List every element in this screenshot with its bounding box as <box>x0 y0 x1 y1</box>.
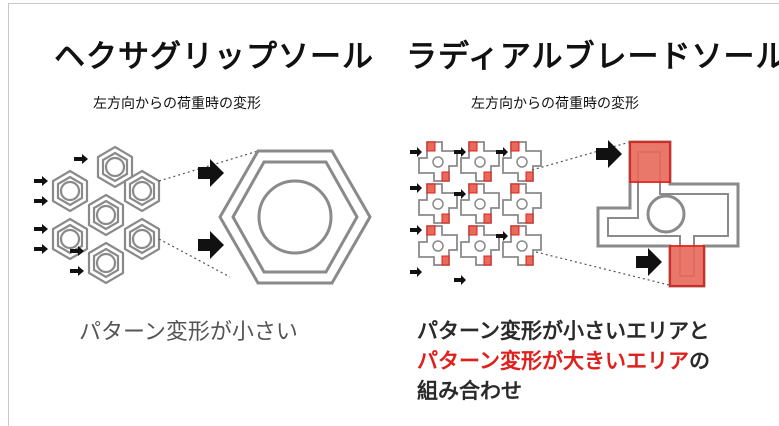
large-hex-cell <box>218 149 372 285</box>
blade-cell <box>502 225 542 266</box>
right-subtitle: 左方向からの荷重時の変形 <box>471 96 639 112</box>
blade-cell <box>418 225 458 266</box>
right-title: ラディアルブレードソール <box>406 39 779 75</box>
left-title: ヘクサグリップソール <box>54 39 374 75</box>
blade-cell-cluster <box>418 141 542 266</box>
blade-cell <box>460 225 500 266</box>
hexagrip-pattern-figure <box>34 145 372 285</box>
blade-cell <box>418 141 458 182</box>
left-caption: パターン変形が小さい <box>79 320 298 345</box>
deformation-area-bottom <box>669 245 705 287</box>
hex-cell-cluster <box>51 145 161 285</box>
right-caption-highlight: パターン変形が大きいエリア <box>417 348 689 373</box>
left-subtitle: 左方向からの荷重時の変形 <box>93 96 261 112</box>
frame-left-line <box>8 3 9 426</box>
right-caption-line1: パターン変形が小さいエリアと <box>417 319 710 343</box>
zoom-lines <box>158 150 259 278</box>
hex-cell <box>87 193 125 237</box>
small-load-arrows <box>410 147 508 285</box>
hex-cell <box>96 145 134 189</box>
zoom-lines <box>531 141 674 287</box>
hex-cell <box>123 217 161 261</box>
blade-cell <box>460 183 500 224</box>
hex-cell <box>123 169 161 213</box>
small-load-arrows <box>34 154 88 276</box>
hex-cell <box>51 217 89 261</box>
large-load-arrows <box>596 140 662 276</box>
right-caption: パターン変形が小さいエリアと パターン変形が大きいエリアの 組み合わせ <box>417 317 710 406</box>
deformation-area-top <box>629 141 671 183</box>
blade-cell <box>502 141 542 182</box>
blade-cell <box>502 183 542 224</box>
hex-cell <box>51 169 89 213</box>
hex-cell <box>87 241 125 285</box>
right-caption-line2: パターン変形が大きいエリアの <box>417 347 710 377</box>
frame-top-line <box>8 3 779 4</box>
right-caption-line3: 組み合わせ <box>417 378 522 403</box>
blade-cell <box>460 141 500 182</box>
large-load-arrows <box>198 159 224 259</box>
large-blade-cell <box>596 140 740 288</box>
blade-cell <box>418 183 458 224</box>
radial-blade-pattern-figure <box>410 140 740 288</box>
right-caption-line2-tail: の <box>688 348 710 373</box>
